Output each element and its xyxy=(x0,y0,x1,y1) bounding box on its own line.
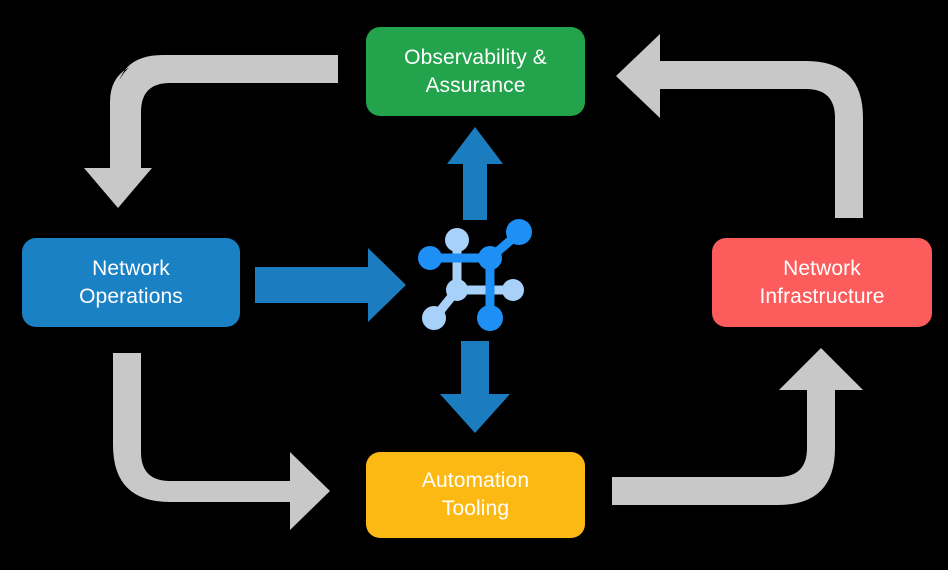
node-automation-tooling[interactable]: Automation Tooling xyxy=(366,452,585,538)
node-network-infrastructure[interactable]: Network Infrastructure xyxy=(712,238,932,327)
arrow-operations-to-center xyxy=(255,248,406,322)
arrow-observability-to-operations xyxy=(84,55,338,208)
node-network-operations[interactable]: Network Operations xyxy=(22,238,240,327)
topology-nodes-secondary xyxy=(422,228,524,330)
arrow-center-to-observability xyxy=(447,127,503,220)
topology-nodes-primary xyxy=(418,219,532,331)
arrow-infrastructure-to-observability xyxy=(616,34,863,218)
node-observability-assurance[interactable]: Observability & Assurance xyxy=(366,27,585,116)
network-topology-icon xyxy=(418,219,532,331)
arrow-operations-to-automation xyxy=(113,353,330,530)
arrow-automation-to-infrastructure xyxy=(612,348,863,505)
arrow-center-to-automation xyxy=(440,341,510,433)
